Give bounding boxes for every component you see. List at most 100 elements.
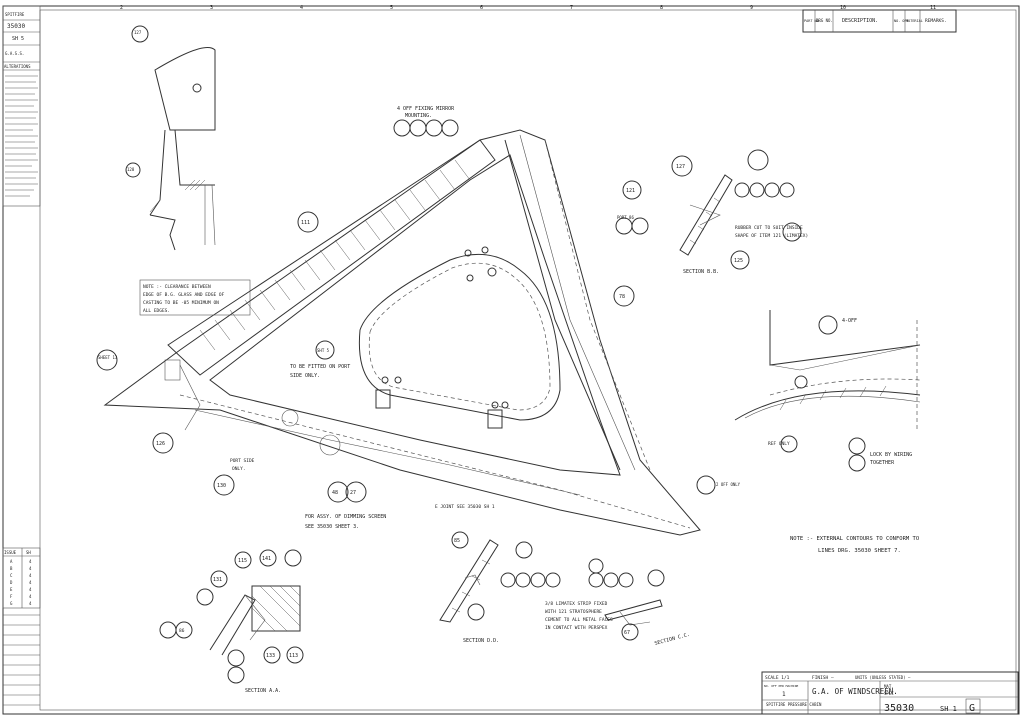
callout-label: 127 — [134, 30, 142, 35]
issue-letter: G — [969, 703, 975, 714]
section-cc-label: SECTION C.C. — [654, 632, 690, 647]
callout-113: 113 — [289, 653, 298, 659]
spec-label: SPEC — [884, 691, 894, 696]
lock-note-line: TOGETHER — [870, 460, 895, 466]
callout-label: 128 — [127, 167, 135, 172]
callout-115: 141 — [262, 556, 271, 562]
callout-131: 131 — [213, 577, 222, 583]
callout-27: 27 — [350, 490, 356, 496]
callout-141: 67 — [624, 630, 630, 636]
canopy-frame-detail: 127 128 — [125, 25, 216, 251]
margin-number: 5 — [390, 5, 393, 11]
margin-number: 7 — [570, 5, 573, 11]
section-bb-label: SECTION B.B. — [683, 269, 719, 275]
margin-number: 3 — [210, 5, 213, 11]
issue-cell: F — [10, 594, 13, 599]
callout-85: 85 — [454, 538, 460, 544]
left-alteration-strip: SPITFIRE 35030 SH 5 G.A.S.S. ALTERATIONS — [2, 5, 41, 207]
margin-number: 4 — [300, 5, 303, 11]
port-86-label: PORT 86 — [617, 215, 634, 220]
inner-border — [39, 9, 1017, 711]
mirror-note-line: MOUNTING. — [405, 113, 432, 119]
issue-cell: 4 — [29, 601, 32, 606]
callout-121: 121 — [626, 188, 635, 194]
mirror-note-line: 4 OFF FIXING MIRROR — [397, 106, 455, 112]
port-note-line: TO BE FITTED ON PORT — [290, 364, 350, 370]
clearance-note-line: EDGE OF B.G. GLASS AND EDGE OF — [143, 292, 225, 298]
callout-sheet13: SHEET 13 — [98, 355, 118, 360]
callout-86: 86 — [179, 628, 185, 634]
strip-line: SPITFIRE — [5, 12, 25, 17]
sheet-number: SH 1 — [940, 705, 957, 713]
callout-127: 127 — [676, 164, 685, 170]
section-aa-label: SECTION A.A. — [245, 688, 281, 694]
dimming-note-line: FOR ASSY. OF DIMMING SCREEN — [305, 514, 386, 520]
issue-cell: 4 — [29, 580, 32, 585]
no-off-label: NO. OFF PER MACHINE — [764, 684, 799, 688]
callout-125: 125 — [734, 258, 743, 264]
callout-130: 130 — [217, 483, 226, 489]
right-side-detail: 4-OFF REF ONLY LOCK BY WIRING TOGETHER N… — [734, 310, 921, 554]
port-only-line: ONLY. — [232, 466, 246, 472]
clearance-note-line: ALL EDGES. — [143, 308, 170, 314]
rev-header: DESCRIPTION. — [842, 18, 878, 24]
company-label: SPITFIRE PRESSURE CABIN — [766, 702, 822, 707]
strip-drawing-no: 35030 — [7, 23, 25, 30]
margin-number: 9 — [750, 5, 753, 11]
strip-note-line: CEMENT TO ALL METAL FACES — [545, 617, 613, 623]
section-bb: 127 121 125 PORT 86 RUBBER CUT TO SUIT I… — [615, 149, 808, 275]
rev-header: REMARKS. — [925, 18, 947, 24]
revision-table: PART NO. DRG NO. DESCRIPTION. NO. OFF MA… — [802, 9, 957, 33]
finish-label: FINISH — — [812, 675, 834, 681]
issue-header: SH — [26, 550, 31, 555]
drawing-title: G.A. OF WINDSCREEN. — [812, 687, 898, 696]
title-block: SCALE 1/1 FINISH — UNITS (UNLESS STATED)… — [761, 671, 1019, 715]
margin-number: 2 — [120, 5, 123, 11]
issue-cell: B — [10, 566, 13, 571]
contours-note-line: LINES DRG. 35030 SHEET 7. — [818, 548, 901, 554]
section-cc: 67 3/8 LIMATEX STRIP FIXED WITH 121 STRA… — [545, 558, 690, 647]
dimming-note-line: SEE 35030 SHEET 3. — [305, 524, 359, 530]
strip-note-line: 3/8 LIMATEX STRIP FIXED — [545, 601, 608, 607]
issue-cell: G — [10, 601, 13, 606]
clearance-note-line: CASTING TO BE ·05 MINIMUM ON — [143, 300, 219, 306]
issue-cell: 4 — [29, 594, 32, 599]
callout-133: 133 — [266, 653, 275, 659]
issue-cell: 4 — [29, 587, 32, 592]
sheet-border — [2, 5, 1020, 715]
contours-note-line: NOTE :- EXTERNAL CONTOURS TO CONFORM TO — [790, 536, 919, 542]
margin-number: 10 — [840, 5, 846, 11]
scale-label: SCALE 1/1 — [765, 675, 790, 681]
ref-only-note: REF ONLY — [768, 441, 790, 447]
drawing-number: 35030 — [884, 703, 914, 714]
callout-126: 126 — [156, 441, 165, 447]
rev-header: NO. OFF — [894, 19, 909, 23]
clearance-note-line: NOTE :- CLEARANCE BETWEEN — [143, 284, 211, 290]
rev-header: MATERIAL — [906, 19, 923, 23]
margin-number: 8 — [660, 5, 663, 11]
rev-header: PART NO. — [804, 19, 821, 23]
margin-number: 11 — [930, 5, 936, 11]
two-off-note: 2 OFF ONLY — [716, 482, 741, 487]
windscreen-main-view: 111 78 126 SHEET 13 48 27 SHT 5 130 4 OF… — [96, 106, 741, 536]
units-label: UNITS (UNLESS STATED) — — [855, 675, 911, 680]
strip-line: G.A.S.S. — [5, 51, 24, 56]
port-only-line: PORT SIDE — [230, 458, 255, 464]
issue-header: ISSUE — [4, 550, 17, 555]
strip-alterations: ALTERATIONS — [4, 64, 31, 69]
callout-48: 48 — [332, 490, 338, 496]
callout-67: 115 — [238, 558, 247, 564]
four-off-note: 4-OFF — [842, 318, 857, 324]
issue-cell: 4 — [29, 566, 32, 571]
port-note-line: SIDE ONLY. — [290, 373, 320, 379]
issue-cell: E — [10, 587, 13, 592]
rev-header: DRG NO. — [816, 18, 833, 23]
rubber-note-line: SHAPE OF ITEM 121 (LIMATEX) — [735, 233, 808, 239]
issue-cell: 4 — [29, 559, 32, 564]
callout-sht5: SHT 5 — [317, 348, 330, 353]
issue-cell: A — [10, 559, 13, 564]
margin-number: 6 — [480, 5, 483, 11]
